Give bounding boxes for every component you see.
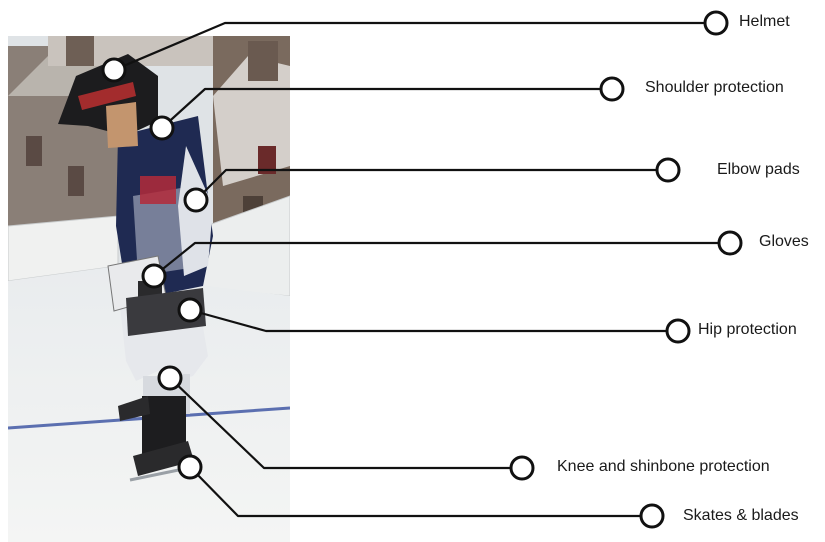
label-helmet: Helmet — [739, 13, 790, 30]
endpoint-helmet — [703, 10, 729, 36]
label-shoulder-protection: Shoulder protection — [645, 79, 784, 96]
endpoint-shoulder — [599, 76, 625, 102]
label-elbow-pads: Elbow pads — [717, 161, 800, 178]
endpoint-elbow — [655, 157, 681, 183]
endpoint-knee — [509, 455, 535, 481]
callout-line-elbow — [195, 168, 668, 201]
label-skates-blades: Skates & blades — [683, 507, 799, 524]
callout-line-gloves — [153, 241, 730, 277]
marker-skates — [177, 454, 203, 480]
marker-shoulder — [149, 115, 175, 141]
label-knee-shinbone-protection: Knee and shinbone protection — [557, 458, 770, 475]
endpoint-hip — [665, 318, 691, 344]
marker-gloves — [141, 263, 167, 289]
marker-elbow — [183, 187, 209, 213]
callout-line-hip — [189, 308, 678, 333]
marker-knee — [157, 365, 183, 391]
endpoint-skates — [639, 503, 665, 529]
callout-line-shoulder — [161, 87, 612, 129]
label-gloves: Gloves — [759, 233, 809, 250]
callout-line-knee — [169, 377, 522, 470]
marker-hip — [177, 297, 203, 323]
endpoint-gloves — [717, 230, 743, 256]
callout-line-skates — [189, 466, 652, 518]
callout-line-helmet — [113, 21, 716, 72]
marker-helmet — [101, 57, 127, 83]
label-hip-protection: Hip protection — [698, 321, 797, 338]
